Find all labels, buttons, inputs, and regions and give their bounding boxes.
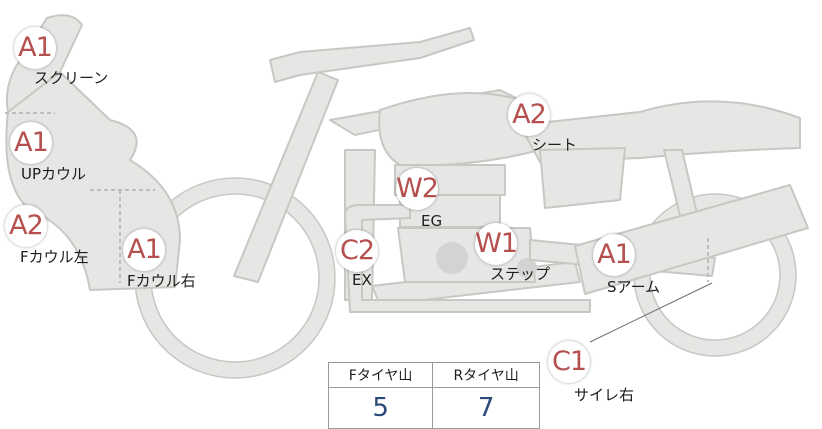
front-fork	[233, 71, 339, 283]
exhaust-pipe	[344, 204, 591, 313]
damage-label-screen: スクリーン	[34, 69, 109, 87]
damage-label-step: ステップ	[490, 265, 551, 283]
damage-code: A2	[9, 210, 44, 241]
damage-marker-seat: A2	[508, 94, 550, 136]
damage-label-f-cowl-left: Fカウル左	[20, 248, 89, 266]
silencer-leader-line	[589, 282, 713, 343]
damage-label-up-cowl: UPカウル	[21, 165, 87, 183]
damage-label-seat: シート	[532, 136, 578, 154]
damage-label-silencer-right: サイレ右	[574, 386, 635, 404]
damage-marker-engine: W2	[396, 168, 439, 210]
damage-label-exhaust: EX	[352, 271, 372, 289]
rear-tread-value: 7	[432, 387, 540, 429]
damage-code: A2	[512, 99, 547, 130]
damage-code: A1	[18, 32, 53, 63]
damage-label-engine: EG	[421, 212, 443, 230]
damage-marker-silencer-right: C1	[548, 341, 590, 383]
damage-marker-up-cowl: A1	[10, 122, 52, 164]
damage-code: C2	[339, 235, 375, 266]
tire-tread-table: Fタイヤ山 Rタイヤ山 5 7	[327, 362, 540, 429]
damage-code: A1	[14, 127, 49, 158]
damage-code: C1	[551, 346, 587, 377]
damage-marker-f-cowl-left: A2	[5, 205, 47, 247]
damage-code: W2	[396, 173, 439, 204]
damage-marker-step: W1	[475, 223, 518, 265]
damage-label-swing-arm: Sアーム	[607, 278, 661, 296]
damage-marker-swing-arm: A1	[593, 234, 635, 276]
damage-code: A1	[127, 234, 162, 265]
fuel-tank	[378, 91, 541, 167]
damage-label-f-cowl-right: Fカウル右	[127, 272, 196, 290]
front-tread-header: Fタイヤ山	[327, 362, 434, 388]
damage-marker-f-cowl-right: A1	[123, 229, 165, 271]
handlebar	[269, 27, 475, 83]
damage-marker-exhaust: C2	[336, 230, 378, 272]
rear-tread-header: Rタイヤ山	[432, 362, 540, 388]
front-tread-value: 5	[327, 387, 434, 429]
damage-code: A1	[597, 239, 632, 270]
muffler	[574, 184, 809, 295]
damage-code: W1	[475, 228, 518, 259]
damage-marker-screen: A1	[14, 27, 56, 69]
